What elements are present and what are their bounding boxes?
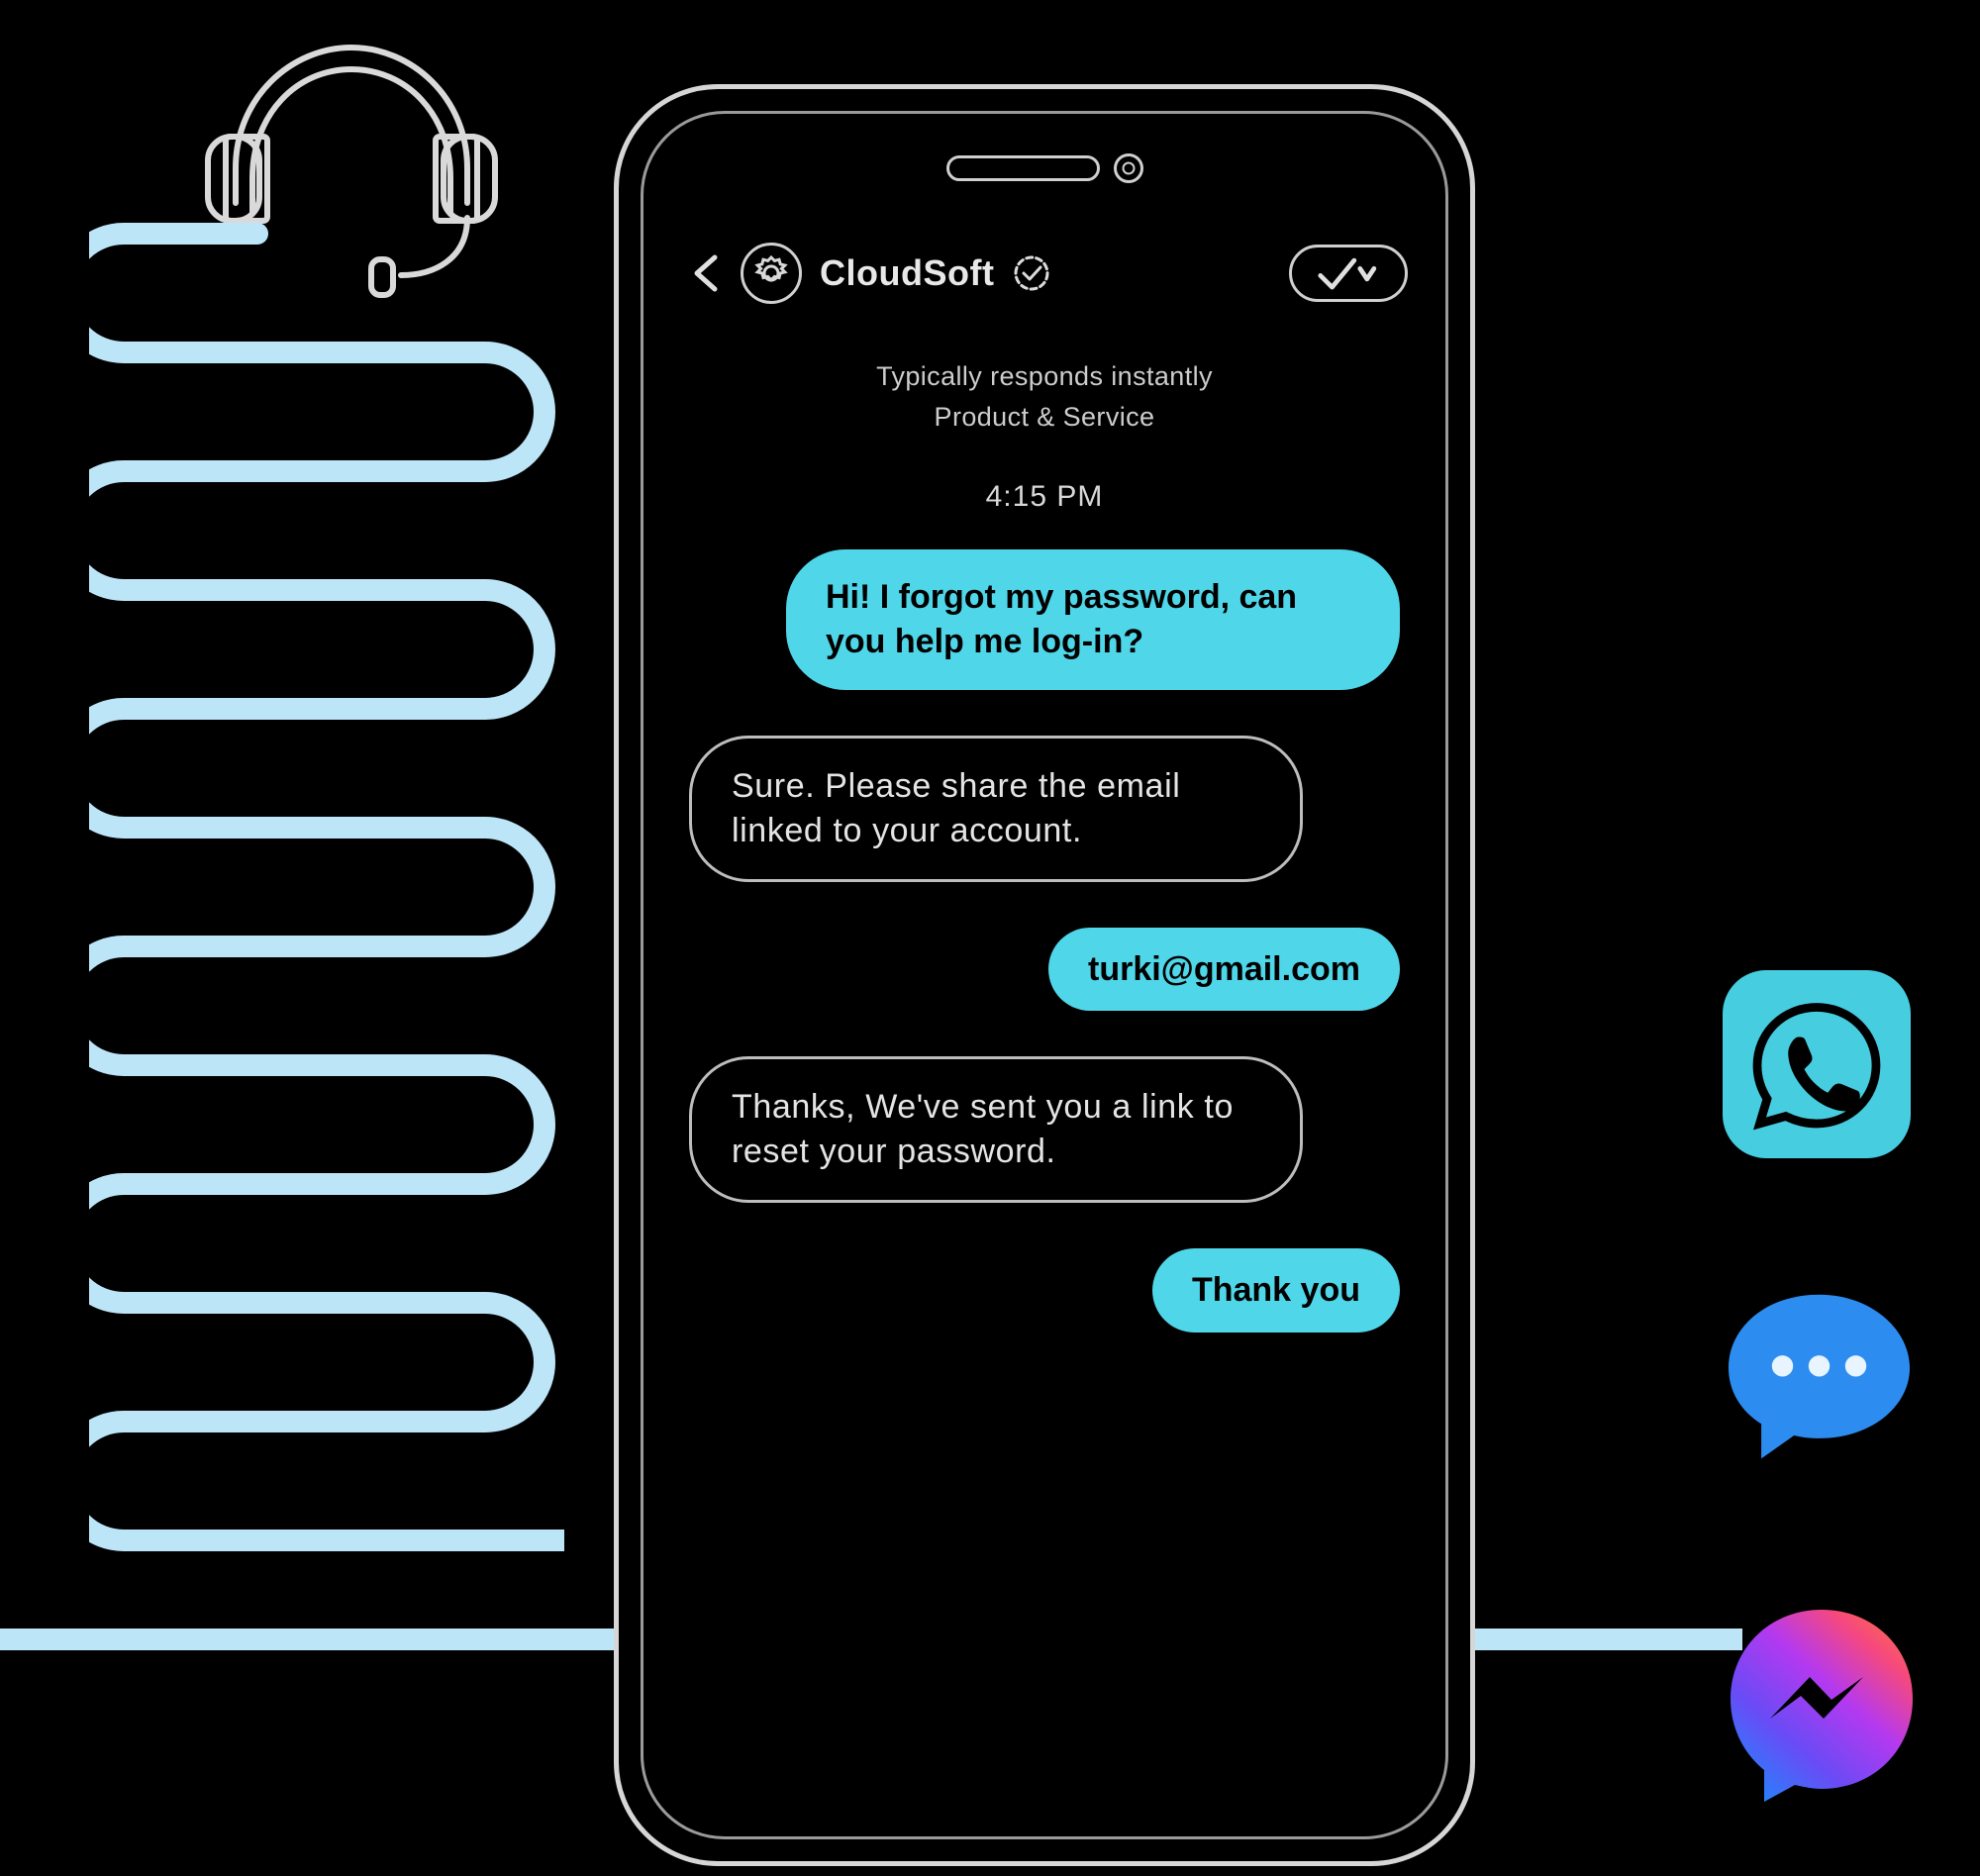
message-row: Thank you [689, 1248, 1400, 1333]
agent-status: Typically responds instantly Product & S… [644, 356, 1445, 437]
messages-bubble-icon[interactable] [1723, 1287, 1921, 1485]
front-camera-icon [1113, 153, 1143, 183]
app-icon-list [1723, 970, 1921, 1802]
message-list: Hi! I forgot my password, can you help m… [644, 549, 1445, 1333]
phone-notch [644, 153, 1445, 183]
message-row: Hi! I forgot my password, can you help m… [689, 549, 1400, 690]
whatsapp-glyph [1752, 1003, 1881, 1131]
headset-icon [198, 30, 505, 307]
whatsapp-tile[interactable] [1723, 970, 1911, 1158]
serpentine-cable [53, 223, 575, 1658]
phone-screen: CloudSoft Typically responds inst [641, 111, 1448, 1839]
status-line-2: Product & Service [934, 401, 1155, 432]
message-bubble[interactable]: Thank you [1151, 1248, 1400, 1333]
phone-mockup: CloudSoft Typically responds inst [614, 84, 1475, 1866]
message-bubble[interactable]: Sure. Please share the email linked to y… [689, 735, 1303, 882]
double-check-icon [1318, 257, 1377, 290]
message-row: Sure. Please share the email linked to y… [689, 735, 1400, 882]
gear-avatar-icon[interactable] [741, 243, 802, 304]
read-receipt-button[interactable] [1289, 245, 1408, 302]
chat-header: CloudSoft [644, 243, 1445, 304]
verified-check-icon [1012, 253, 1051, 293]
message-bubble[interactable]: Hi! I forgot my password, can you help m… [786, 549, 1400, 690]
speaker-slot [945, 155, 1100, 181]
back-chevron-icon[interactable] [689, 251, 723, 295]
message-bubble[interactable]: Thanks, We've sent you a link to reset y… [689, 1056, 1303, 1204]
messenger-glyph [1731, 1610, 1913, 1802]
whatsapp-icon[interactable] [1723, 970, 1921, 1168]
status-line-1: Typically responds instantly [876, 361, 1213, 391]
facebook-messenger-icon[interactable] [1723, 1604, 1921, 1802]
message-bubble[interactable]: turki@gmail.com [1048, 927, 1400, 1012]
message-row: Thanks, We've sent you a link to reset y… [689, 1056, 1400, 1204]
messages-glyph [1728, 1294, 1911, 1459]
message-row: turki@gmail.com [689, 927, 1400, 1012]
brand-name: CloudSoft [820, 252, 995, 293]
conversation-timestamp: 4:15 PM [985, 480, 1104, 513]
